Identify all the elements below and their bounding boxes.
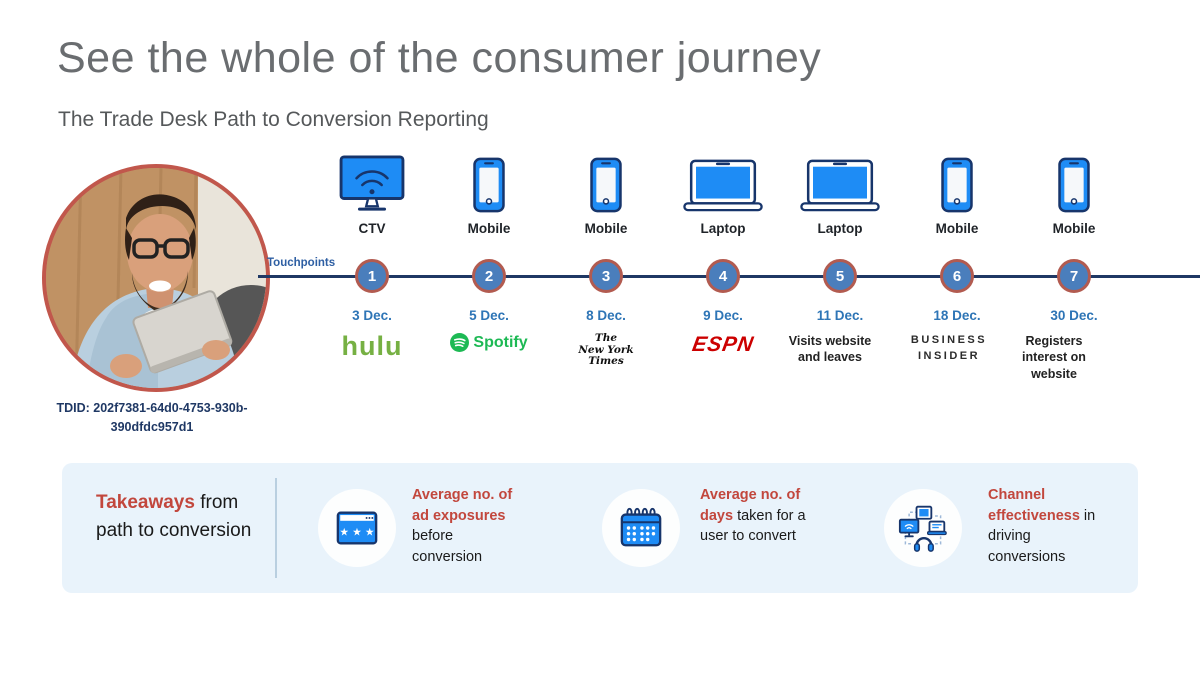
touchpoint-badge: 3 [589, 259, 623, 293]
tdid-label: TDID: 202f7381-64d0-4753-930b-390dfdc957… [56, 401, 248, 434]
nyt-line: Times [588, 355, 624, 368]
takeaway-item-3: Channel effectiveness in driving convers… [988, 485, 1112, 567]
consumer-illustration [46, 168, 266, 388]
espn-logo: ESPN [690, 333, 756, 356]
touchpoint-column-2: Mobile 2 5 Dec. Spotify [429, 155, 549, 405]
calendar-icon [602, 489, 680, 567]
device-label: Mobile [935, 221, 979, 236]
touchpoint-column-6: Mobile 6 18 Dec. BUSINESS INSIDER [897, 155, 1017, 405]
touchpoint-column-1: CTV 1 3 Dec. hulu [312, 155, 432, 405]
devices-icon [884, 489, 962, 567]
touchpoint-number: 1 [367, 267, 377, 285]
takeaway-item-1: Average no. of ad exposures before conve… [412, 485, 518, 567]
takeaway-3-highlight: Channel effectiveness [988, 487, 1080, 524]
hulu-logo: hulu [341, 331, 403, 361]
business-insider-logo: BUSINESS INSIDER [910, 334, 988, 362]
touchpoint-number: 5 [835, 267, 845, 285]
page-title: See the whole of the consumer journey [57, 34, 822, 82]
spotify-wordmark: Spotify [473, 333, 528, 351]
mobile-icon [546, 155, 666, 213]
takeaway-2-rest: taken for a user to convert [700, 507, 806, 545]
touchpoint-column-3: Mobile 3 8 Dec. The New York Times [546, 155, 666, 405]
touchpoint-badge: 4 [706, 259, 740, 293]
touchpoint-number: 4 [718, 267, 728, 285]
takeaway-1-highlight: Average no. of ad exposures [412, 487, 513, 524]
panel-divider [275, 478, 277, 578]
device-label: Laptop [700, 221, 746, 236]
takeaways-heading-highlight: Takeaways [96, 492, 195, 513]
event-label: Registers interest on website [1022, 334, 1086, 381]
device-label: Mobile [467, 221, 511, 236]
takeaways-heading: Takeaways from path to conversion [96, 489, 254, 544]
touchpoint-date: 11 Dec. [816, 308, 864, 323]
nyt-logo: The New York Times [546, 332, 666, 368]
mobile-icon [429, 155, 549, 213]
touchpoint-column-5: Laptop 5 11 Dec. Visits website and leav… [780, 155, 900, 405]
touchpoint-badge: 5 [823, 259, 857, 293]
takeaway-1-rest: before conversion [412, 528, 483, 565]
touchpoint-column-7: Mobile 7 30 Dec. Registers interest on w… [1014, 155, 1134, 405]
takeaway-3-rest: in driving conversions [988, 507, 1096, 565]
touchpoint-number: 2 [484, 267, 494, 285]
device-label: CTV [358, 221, 386, 236]
touchpoint-date: 18 Dec. [933, 308, 981, 323]
device-label: Mobile [1052, 221, 1096, 236]
mobile-icon [1014, 155, 1134, 213]
ctv-icon [312, 155, 432, 213]
touchpoint-date: 8 Dec. [586, 308, 626, 323]
device-label: Laptop [817, 221, 863, 236]
event-label: Visits website and leaves [788, 334, 872, 365]
laptop-icon [663, 155, 783, 213]
touchpoint-column-4: Laptop 4 9 Dec. ESPN [663, 155, 783, 405]
consumer-photo [42, 164, 270, 392]
touchpoint-badge: 2 [472, 259, 506, 293]
nyt-line: The [594, 332, 618, 344]
mobile-icon [897, 155, 1017, 213]
svg-text:★ ★ ★: ★ ★ ★ [339, 527, 374, 539]
laptop-icon [780, 155, 900, 213]
touchpoint-number: 3 [601, 267, 611, 285]
takeaway-item-2: Average no. of days taken for a user to … [700, 485, 826, 547]
takeaways-panel: Takeaways from path to conversion ★ ★ ★ … [62, 463, 1138, 593]
touchpoint-badge: 1 [355, 259, 389, 293]
spotify-icon [450, 333, 470, 352]
page-subtitle: The Trade Desk Path to Conversion Report… [58, 108, 489, 131]
touchpoint-badge: 7 [1057, 259, 1091, 293]
takeaway-2-highlight: Average no. of days [700, 487, 801, 524]
spotify-logo: Spotify [429, 333, 549, 352]
nyt-line: New York [578, 343, 634, 356]
device-label: Mobile [584, 221, 628, 236]
browser-stars-icon: ★ ★ ★ [318, 489, 396, 567]
takeaways-heading-rest: from path to conversion [96, 492, 252, 541]
touchpoint-number: 6 [952, 267, 962, 285]
touchpoint-date: 9 Dec. [703, 308, 743, 323]
touchpoints-label: Touchpoints [267, 257, 336, 269]
touchpoint-date: 3 Dec. [352, 308, 392, 323]
touchpoint-number: 7 [1069, 267, 1079, 285]
touchpoint-date: 5 Dec. [469, 308, 509, 323]
touchpoint-date: 30 Dec. [1050, 308, 1098, 323]
touchpoint-badge: 6 [940, 259, 974, 293]
